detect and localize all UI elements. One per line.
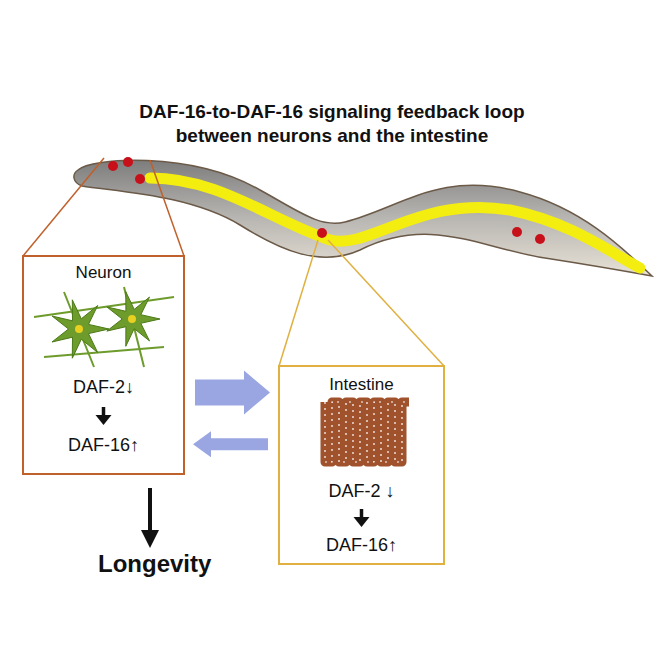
panel-heading: Neuron (76, 263, 132, 283)
diagram-title: DAF-16-to-DAF-16 signaling feedback loop… (110, 100, 554, 148)
panel-heading: Intestine (329, 375, 393, 395)
gene-label: DAF-2↓ (73, 377, 134, 398)
gene-label: DAF-2 ↓ (328, 481, 394, 502)
signal-arrow (195, 371, 270, 415)
outcome-label: Longevity (98, 550, 211, 578)
panel-box: IntestineDAF-2 ↓ DAF-16↑ (278, 365, 445, 565)
signal-arrow (193, 431, 268, 457)
gene-label: DAF-16↑ (68, 435, 139, 456)
gut-illustration (280, 367, 443, 563)
panel-box: NeuronDAF-2↓ DAF-16↑ (22, 255, 185, 475)
gene-label: DAF-16↑ (326, 535, 397, 556)
